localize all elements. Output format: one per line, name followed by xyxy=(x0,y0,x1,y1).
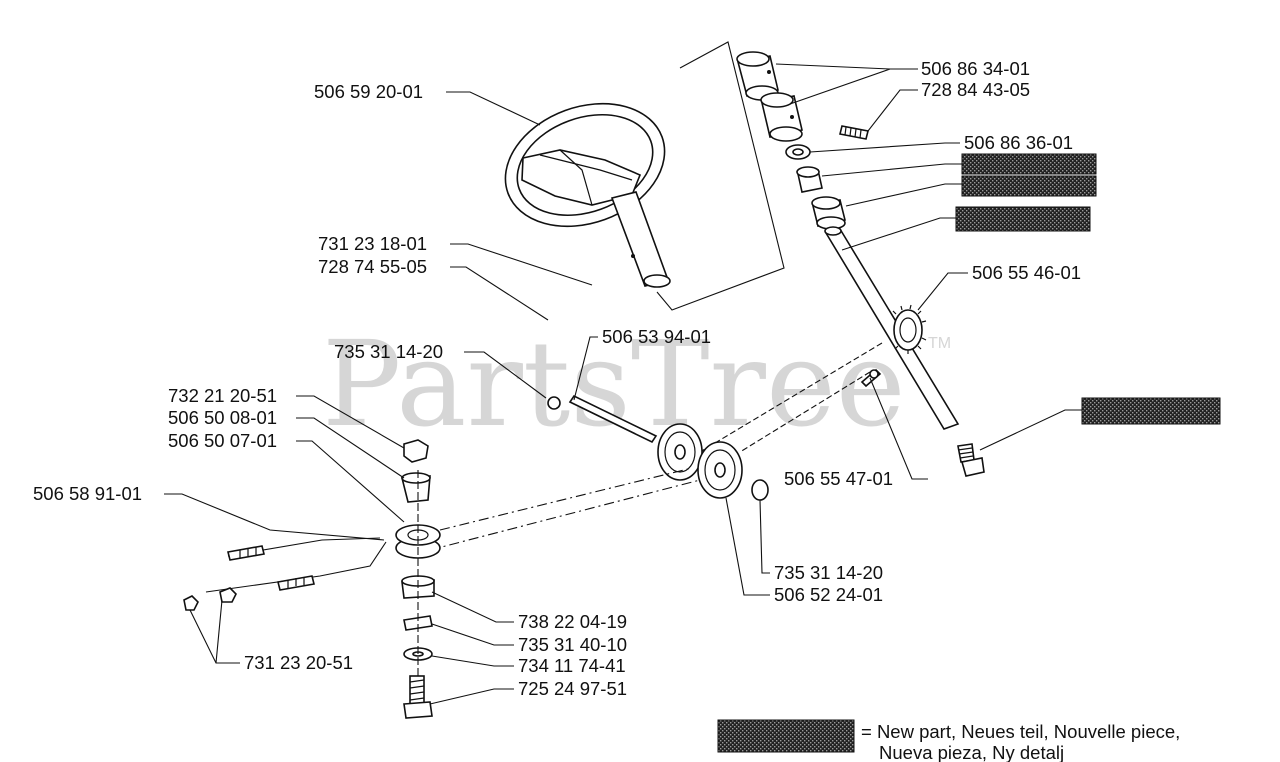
new-part-labels xyxy=(955,153,1221,425)
label-506-55-47-01: 506 55 47-01 xyxy=(784,468,893,489)
legend-line-1: = New part, Neues teil, Nouvelle piece, xyxy=(861,721,1180,742)
column-washer xyxy=(785,144,811,160)
label-506-53-94-01: 506 53 94-01 xyxy=(602,326,711,347)
cable-nut-1 xyxy=(183,595,199,611)
label-506-55-46-01: 506 55 46-01 xyxy=(972,262,1081,283)
label-735-31-40-10: 735 31 40-10 xyxy=(518,634,627,655)
legend: = New part, Neues teil, Nouvelle piece, … xyxy=(717,719,1180,762)
pulley-nut xyxy=(751,479,769,501)
lower-nut xyxy=(403,439,429,463)
lower-cables xyxy=(205,537,387,593)
new-part-box-1 xyxy=(961,153,1097,175)
label-506-50-07-01: 506 50 07-01 xyxy=(168,430,277,451)
steering-cables xyxy=(699,342,883,453)
new-part-box-3 xyxy=(955,206,1091,232)
partstree-watermark: PartsTree TM xyxy=(322,315,951,453)
label-506-52-24-01: 506 52 24-01 xyxy=(774,584,883,605)
lower-bolt xyxy=(403,675,433,719)
new-part-box-4 xyxy=(1081,397,1221,425)
label-735-31-14-20-upper: 735 31 14-20 xyxy=(334,341,443,362)
legend-swatch xyxy=(717,719,855,753)
label-734-11-74-41: 734 11 74-41 xyxy=(518,655,626,676)
label-725-24-97-51: 725 24 97-51 xyxy=(518,678,627,699)
steering-shaft xyxy=(824,226,960,430)
column-bracket-outline xyxy=(656,41,785,311)
label-735-31-14-20-lower: 735 31 14-20 xyxy=(774,562,883,583)
tie-rod-centerline xyxy=(429,479,701,551)
upper-bushing-1 xyxy=(736,51,779,101)
label-728-84-43-05: 728 84 43-05 xyxy=(921,79,1030,100)
pulley-left xyxy=(657,423,703,481)
column-bearing xyxy=(811,196,846,230)
new-part-box-2 xyxy=(961,175,1097,197)
pulley-axle xyxy=(547,394,658,444)
steering-sprocket xyxy=(892,304,927,354)
lower-clip xyxy=(403,615,433,631)
shaft-bolt xyxy=(957,443,985,477)
label-506-58-91-01: 506 58 91-01 xyxy=(33,483,142,504)
label-506-50-08-01: 506 50 08-01 xyxy=(168,407,277,428)
label-731-23-18-01: 731 23 18-01 xyxy=(318,233,427,254)
label-506-59-20-01: 506 59 20-01 xyxy=(314,81,423,102)
label-506-86-34-01: 506 86 34-01 xyxy=(921,58,1030,79)
label-506-86-36-01: 506 86 36-01 xyxy=(964,132,1073,153)
part-labels: 506 59 20-01 731 23 18-01 728 74 55-05 7… xyxy=(33,58,1081,699)
label-738-22-04-19: 738 22 04-19 xyxy=(518,611,627,632)
leader-lines xyxy=(164,63,1082,705)
pulley-right xyxy=(697,441,743,499)
set-screw xyxy=(839,125,869,140)
lower-bushing xyxy=(400,472,431,503)
upper-bushing-2 xyxy=(760,92,803,142)
label-731-23-20-51: 731 23 20-51 xyxy=(244,652,353,673)
watermark-text: PartsTree xyxy=(322,315,906,453)
column-bushing-small xyxy=(796,166,823,193)
label-732-21-20-51: 732 21 20-51 xyxy=(168,385,277,406)
steering-wheel xyxy=(504,102,671,288)
legend-line-2: Nueva pieza, Ny detalj xyxy=(879,742,1064,762)
watermark-trademark: TM xyxy=(928,335,951,352)
label-728-74-55-05: 728 74 55-05 xyxy=(318,256,427,277)
